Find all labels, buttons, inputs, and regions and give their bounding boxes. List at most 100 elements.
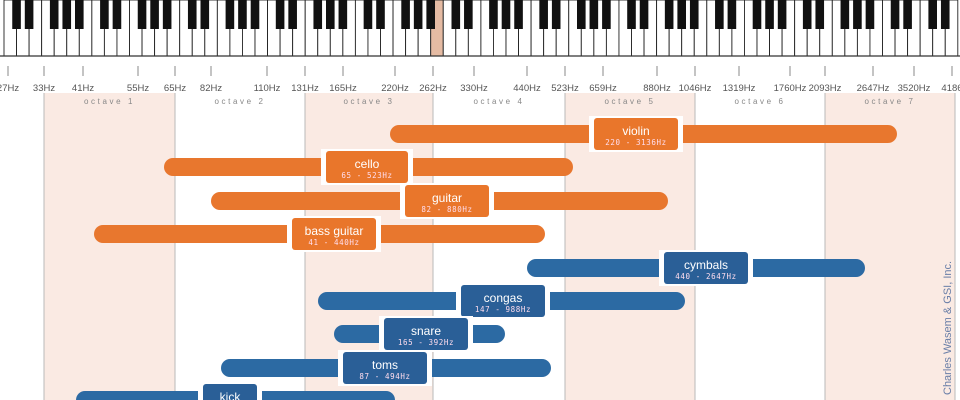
instrument-name: congas [484, 291, 523, 305]
label-box[interactable] [664, 252, 748, 284]
black-key[interactable] [577, 0, 586, 29]
black-key[interactable] [413, 0, 423, 29]
black-key[interactable] [489, 0, 498, 29]
black-key[interactable] [602, 0, 611, 29]
frequency-label: 165Hz [329, 83, 357, 94]
frequency-label: 330Hz [460, 83, 488, 94]
black-key[interactable] [137, 0, 147, 29]
label-box[interactable] [326, 151, 408, 183]
label-box[interactable] [203, 384, 257, 400]
frequency-label: 523Hz [551, 83, 579, 94]
black-key[interactable] [401, 0, 410, 29]
black-key[interactable] [49, 0, 59, 29]
instrument-name: toms [372, 358, 398, 372]
black-key[interactable] [338, 0, 348, 29]
black-key[interactable] [162, 0, 172, 29]
octave-label: octave 2 [214, 97, 265, 106]
black-key[interactable] [551, 0, 561, 29]
instrument-name: cello [355, 157, 380, 171]
frequency-label: 2647Hz [857, 83, 890, 94]
black-key[interactable] [100, 0, 109, 29]
black-key[interactable] [12, 0, 21, 29]
black-key[interactable] [752, 0, 762, 29]
black-key[interactable] [853, 0, 862, 29]
label-box[interactable] [405, 185, 489, 217]
label-box[interactable] [384, 318, 468, 350]
black-key[interactable] [150, 0, 159, 29]
black-key[interactable] [313, 0, 323, 29]
black-key[interactable] [238, 0, 247, 29]
black-key[interactable] [451, 0, 461, 29]
black-key[interactable] [376, 0, 385, 29]
frequency-label: 131Hz [291, 83, 319, 94]
label-box[interactable] [343, 352, 427, 384]
frequency-label: 1046Hz [679, 83, 712, 94]
black-key[interactable] [815, 0, 825, 29]
black-key[interactable] [589, 0, 599, 29]
black-key[interactable] [363, 0, 373, 29]
instrument-bar-kick[interactable]: kick [76, 382, 395, 400]
label-box[interactable] [292, 218, 376, 250]
black-key[interactable] [777, 0, 787, 29]
label-box[interactable] [461, 285, 545, 317]
octave-label: octave 4 [473, 97, 524, 106]
black-key[interactable] [501, 0, 511, 29]
black-key[interactable] [326, 0, 335, 29]
black-key[interactable] [890, 0, 900, 29]
instrument-range: 65 - 523Hz [341, 171, 392, 180]
instrument-name: kick [220, 390, 242, 400]
black-key[interactable] [715, 0, 724, 29]
black-key[interactable] [727, 0, 737, 29]
frequency-label: 2093Hz [809, 83, 842, 94]
black-key[interactable] [250, 0, 260, 29]
piano-keyboard [0, 0, 960, 57]
black-key[interactable] [689, 0, 699, 29]
black-key[interactable] [627, 0, 636, 29]
black-key[interactable] [62, 0, 72, 29]
black-key[interactable] [865, 0, 875, 29]
instrument-name: bass guitar [305, 224, 364, 238]
frequency-label: 3520Hz [898, 83, 931, 94]
frequency-label: 440Hz [513, 83, 541, 94]
black-key[interactable] [903, 0, 912, 29]
black-key[interactable] [514, 0, 523, 29]
black-key[interactable] [840, 0, 850, 29]
black-key[interactable] [940, 0, 950, 29]
black-key[interactable] [664, 0, 674, 29]
instrument-range: 87 - 494Hz [359, 372, 410, 381]
black-key[interactable] [112, 0, 122, 29]
black-key[interactable] [765, 0, 774, 29]
black-key[interactable] [24, 0, 34, 29]
black-key[interactable] [187, 0, 197, 29]
frequency-axis: 27Hz33Hz41Hz55Hz65Hz82Hz110Hz131Hz165Hz2… [0, 66, 960, 94]
frequency-label: 220Hz [381, 83, 409, 94]
black-key[interactable] [200, 0, 210, 29]
frequency-label: 1319Hz [723, 83, 756, 94]
black-key[interactable] [928, 0, 937, 29]
black-key[interactable] [539, 0, 548, 29]
black-key[interactable] [288, 0, 297, 29]
frequency-label: 1760Hz [774, 83, 807, 94]
frequency-label: 880Hz [643, 83, 671, 94]
black-key[interactable] [677, 0, 686, 29]
label-box[interactable] [594, 118, 678, 150]
frequency-label: 262Hz [419, 83, 447, 94]
black-key[interactable] [75, 0, 84, 29]
black-key[interactable] [426, 0, 435, 29]
black-key[interactable] [639, 0, 649, 29]
black-key[interactable] [225, 0, 235, 29]
instrument-range: 220 - 3136Hz [605, 138, 666, 147]
black-key[interactable] [275, 0, 285, 29]
black-key[interactable] [802, 0, 812, 29]
black-key[interactable] [464, 0, 473, 29]
